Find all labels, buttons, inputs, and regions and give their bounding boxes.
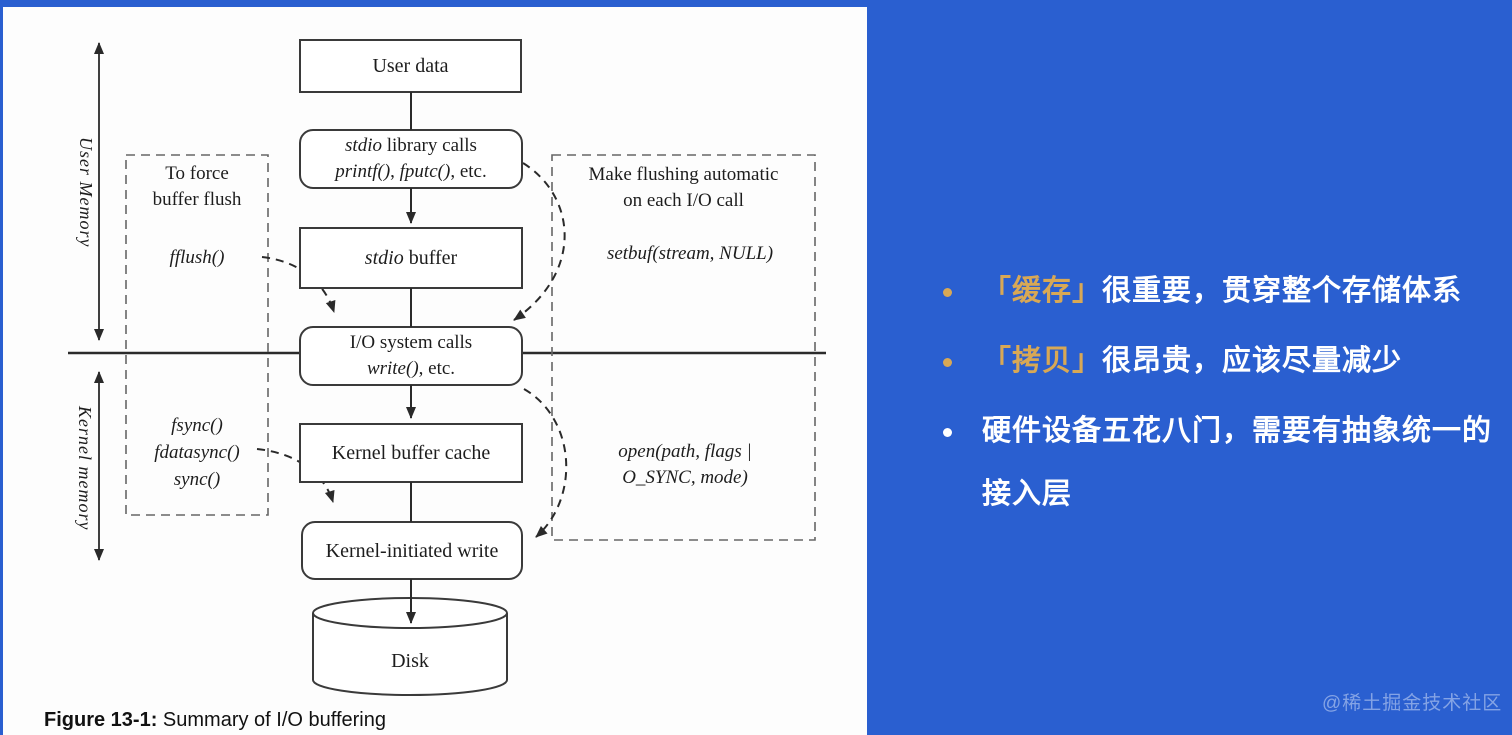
disk-label: Disk bbox=[391, 650, 429, 672]
note-item-cache: 「缓存」很重要，贯穿整个存储体系 bbox=[935, 260, 1505, 323]
note-highlight: 「拷贝」 bbox=[982, 345, 1103, 377]
force-flush-note-title: To force buffer flush bbox=[152, 163, 242, 210]
io-system-calls-label: I/O system calls write(), etc. bbox=[349, 332, 473, 379]
bullet-dot bbox=[943, 428, 952, 437]
stdio-library-calls-label: stdio library calls printf(), fputc(), e… bbox=[335, 135, 487, 182]
watermark: @稀土掘金技术社区 bbox=[1322, 693, 1503, 714]
notes-list: 「缓存」很重要，贯穿整个存储体系 「拷贝」很昂贵，应该尽量减少 硬件设备五花八门… bbox=[935, 260, 1505, 533]
setbuf-fn-label: setbuf(stream, NULL) bbox=[606, 243, 774, 264]
note-item-hardware: 硬件设备五花八门，需要有抽象统一的接入层 bbox=[935, 400, 1505, 526]
note-highlight: 「缓存」 bbox=[982, 275, 1103, 307]
open-fn-label: open(path, flags | O_SYNC, mode) bbox=[618, 441, 752, 488]
note-text: 很重要，贯穿整个存储体系 bbox=[1102, 275, 1463, 307]
note-text: 很昂贵，应该尽量减少 bbox=[1102, 345, 1403, 377]
bullet-dot bbox=[943, 288, 952, 297]
auto-flush-note-title: Make flushing automatic on each I/O call bbox=[588, 164, 779, 211]
sync-fns-label: fsync() fdatasync() sync() bbox=[154, 414, 240, 490]
figure-caption: Figure 13-1: Summary of I/O buffering bbox=[44, 709, 386, 732]
stdio-buffer-label: stdio buffer bbox=[364, 247, 458, 269]
note-item-copy: 「拷贝」很昂贵，应该尽量减少 bbox=[935, 330, 1505, 393]
kernel-memory-axis-label: Kernel memory bbox=[75, 405, 95, 531]
figure-caption-text: Summary of I/O buffering bbox=[157, 709, 386, 731]
kernel-initiated-write-label: Kernel-initiated write bbox=[325, 539, 499, 562]
note-text: 硬件设备五花八门，需要有抽象统一的接入层 bbox=[982, 415, 1493, 510]
kernel-buffer-cache-label: Kernel buffer cache bbox=[331, 442, 491, 464]
figure-caption-number: Figure 13-1: bbox=[44, 709, 158, 731]
user-data-label: User data bbox=[372, 55, 449, 77]
user-memory-axis-label: User Memory bbox=[76, 136, 96, 248]
fflush-fn-label: fflush() bbox=[169, 247, 225, 268]
bullet-dot bbox=[943, 358, 952, 367]
